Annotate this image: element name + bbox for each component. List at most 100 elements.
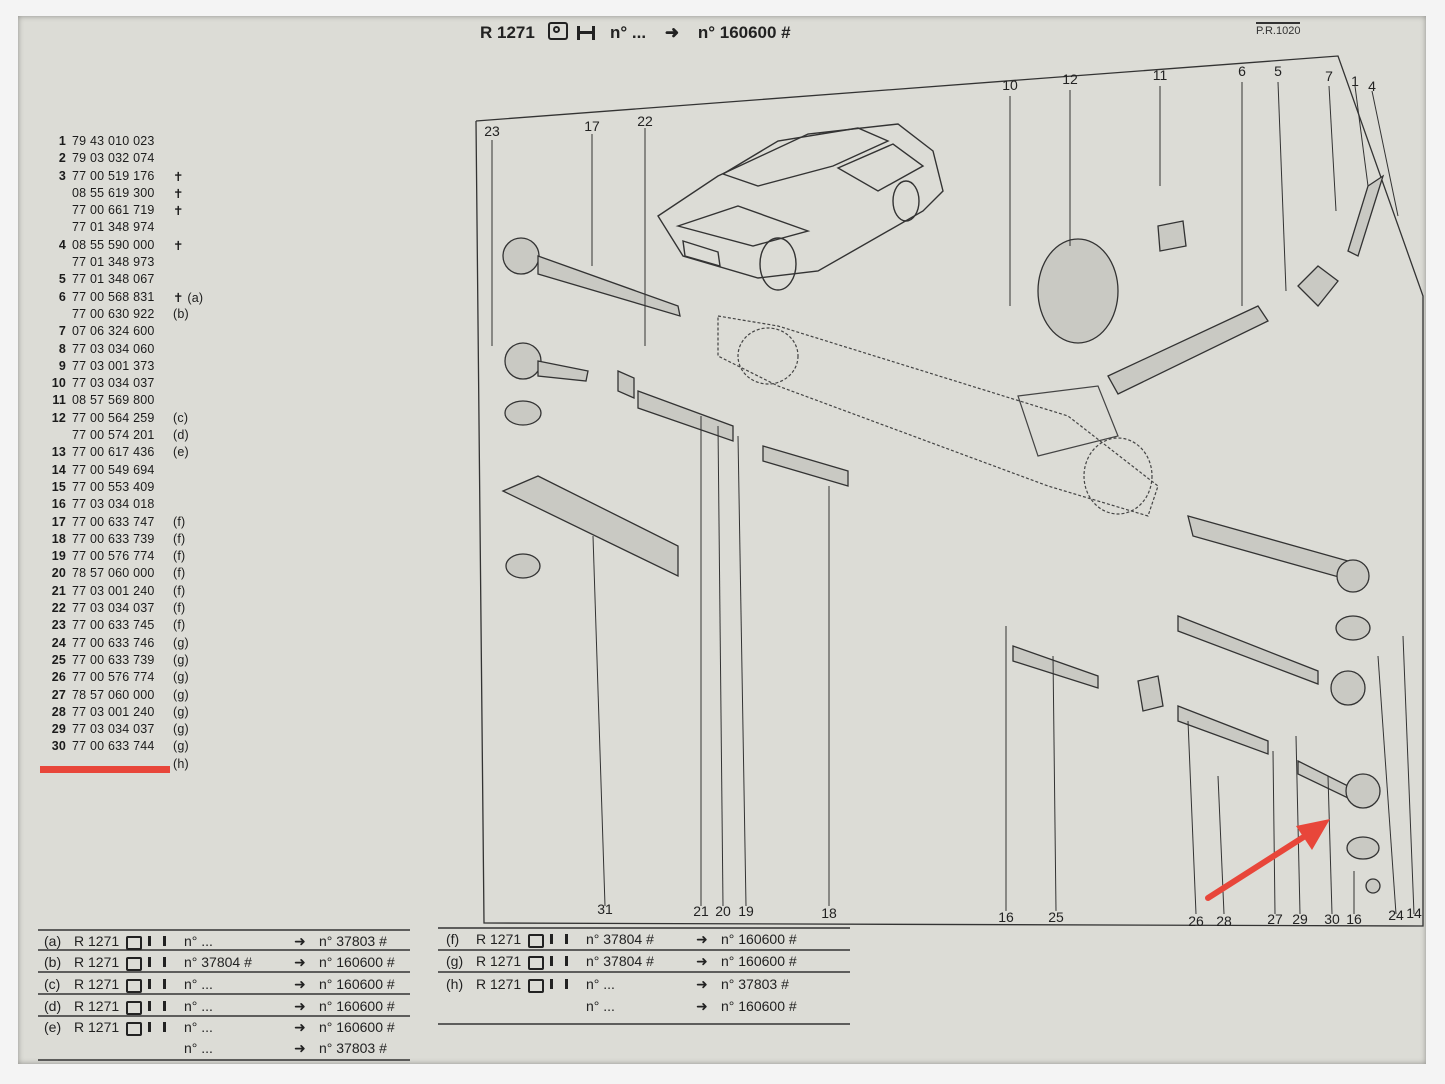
callout-number: 12	[1062, 71, 1078, 87]
callout-leaders	[491, 81, 1415, 915]
left-tie-rod-assembly	[501, 237, 849, 579]
callout-number: 25	[1048, 909, 1064, 925]
callout-number: 28	[1216, 913, 1232, 929]
diagram-frame	[475, 55, 1424, 927]
axle-icon	[550, 934, 568, 944]
legend-arrow: ➜	[294, 933, 306, 949]
legend-key: (e)	[44, 1019, 62, 1035]
parts-row-number: 24	[51, 635, 66, 650]
parts-row-number: 29	[51, 722, 66, 737]
callout-number: 6	[1238, 63, 1246, 79]
parts-row: 77 01 348 974	[42, 220, 242, 237]
parts-row-partnumber: 77 00 633 746	[72, 635, 155, 650]
callout-number: 23	[484, 123, 500, 139]
callout-number: 31	[597, 901, 613, 917]
callout-number: 29	[1292, 911, 1308, 927]
legend-from: n° ...	[184, 1040, 213, 1056]
steering-wheel-icon	[126, 979, 142, 993]
legend-arrow: ➜	[696, 998, 708, 1014]
legend-model: R 1271	[476, 976, 522, 992]
legend-key: (b)	[44, 954, 62, 970]
axle-icon	[577, 26, 596, 40]
legend-to: n° 37803 #	[721, 976, 789, 992]
legend-model: R 1271	[74, 998, 120, 1014]
steering-wheel-icon	[126, 1022, 142, 1036]
axle-icon	[148, 979, 166, 989]
callout-number: 22	[637, 113, 653, 129]
parts-row-note: ✝	[173, 169, 184, 184]
callout-number: 24	[1388, 907, 1404, 923]
parts-row-number: 19	[51, 549, 66, 564]
highlight-bar	[40, 766, 170, 773]
steering-wheel-icon	[528, 956, 544, 970]
parts-row-note: (d)	[173, 428, 189, 443]
parts-row-note: (g)	[173, 722, 189, 737]
parts-row-note: ✝	[173, 204, 184, 219]
axle-icon	[550, 979, 568, 989]
parts-row-partnumber: 08 55 590 000	[72, 237, 155, 252]
parts-row: 29 77 03 034 037 (g)	[42, 722, 242, 739]
steering-wheel-icon	[528, 979, 544, 993]
steering-wheel-icon	[126, 936, 142, 950]
parts-row-partnumber: 77 00 633 745	[72, 618, 155, 633]
parts-row-partnumber: 79 43 010 023	[72, 134, 155, 148]
parts-row-note: (g)	[173, 704, 189, 719]
parts-row-note: (g)	[173, 687, 189, 702]
parts-row-note: (b)	[173, 306, 189, 321]
legend-arrow: ➜	[696, 976, 708, 992]
legend-to: n° 160600 #	[721, 931, 797, 947]
axle-icon	[148, 1001, 166, 1011]
parts-row-note: (g)	[173, 739, 189, 754]
legend-rules	[38, 927, 850, 1061]
parts-row-number: 20	[51, 566, 66, 581]
steering-wheel-icon	[528, 934, 544, 948]
header-from: n° ...	[610, 23, 647, 42]
parts-row-partnumber: 77 03 034 060	[72, 341, 155, 356]
legend-key: (f)	[446, 931, 460, 947]
callout-number: 16	[1346, 911, 1362, 927]
legend-model: R 1271	[74, 1019, 120, 1035]
legend-from: n° 37804 #	[184, 954, 252, 970]
parts-row-number: 14	[51, 462, 66, 477]
legend-to: n° 160600 #	[319, 998, 395, 1014]
parts-row-partnumber: 77 00 576 774	[72, 549, 155, 564]
parts-row-number: 15	[51, 479, 66, 494]
axle-icon	[148, 1022, 166, 1032]
axle-icon	[148, 957, 166, 967]
parts-row-number: 3	[58, 168, 66, 183]
parts-row-partnumber: 77 03 034 037	[72, 722, 155, 737]
legend-arrow: ➜	[294, 954, 306, 970]
callout-number: 17	[584, 118, 600, 134]
parts-row-partnumber: 77 00 549 694	[72, 462, 155, 477]
legend-key: (a)	[44, 933, 62, 949]
parts-row-note: ✝	[173, 186, 184, 201]
legend-to: n° 37803 #	[319, 933, 387, 949]
steering-wheel-icon	[126, 957, 142, 971]
parts-row-partnumber: 77 01 348 973	[72, 255, 155, 270]
parts-row-partnumber: 77 03 034 018	[72, 497, 155, 512]
parts-row-note: (g)	[173, 670, 189, 685]
callout-number: 10	[1002, 77, 1018, 93]
parts-row-note: (g)	[173, 652, 189, 667]
legend-from: n° ...	[184, 1019, 213, 1035]
parts-row-note: (f)	[173, 583, 186, 598]
legend-to: n° 37803 #	[319, 1040, 387, 1056]
header-model: R 1271	[480, 23, 535, 42]
parts-row-partnumber: 07 06 324 600	[72, 324, 155, 339]
parts-row-partnumber: 77 03 034 037	[72, 601, 155, 616]
parts-row-number: 2	[58, 151, 66, 166]
